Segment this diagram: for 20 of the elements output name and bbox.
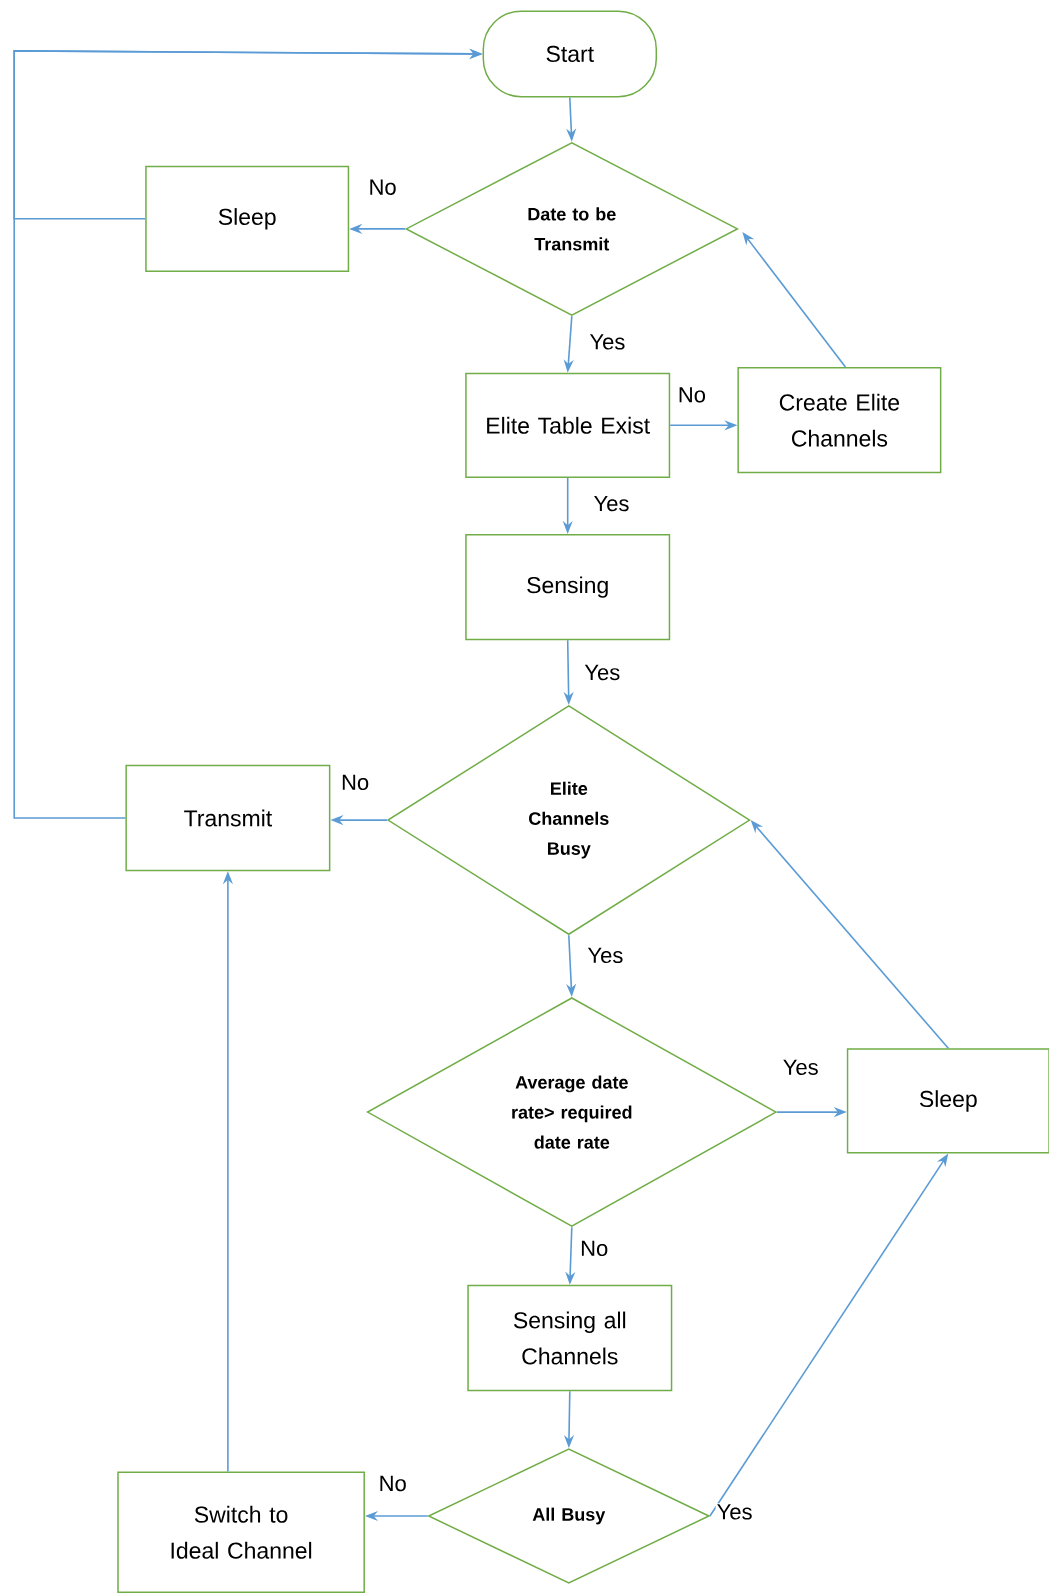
edge-label: Yes <box>592 494 631 513</box>
edge-label: Yes <box>586 946 625 965</box>
process-box: Sleep <box>846 1048 1049 1154</box>
process-box: Create Elite Channels <box>737 367 942 474</box>
edge-label: No <box>676 386 707 404</box>
edge-label: Yes <box>781 1058 820 1076</box>
edge-label: Yes <box>583 663 622 682</box>
edge-label: Yes <box>588 333 627 351</box>
edge-label: No <box>579 1239 610 1258</box>
edge-label: No <box>377 1474 408 1493</box>
process-box: Sleep <box>145 165 350 272</box>
edge-label: No <box>367 178 398 196</box>
start-terminal: Start <box>482 10 658 98</box>
edge-label: Yes <box>715 1503 754 1521</box>
process-box: Sensing all Channels <box>467 1284 673 1392</box>
process-box: Elite Table Exist <box>465 372 671 478</box>
process-box: Switch to Ideal Channel <box>117 1471 365 1594</box>
process-box: Transmit <box>125 764 331 872</box>
edge-label: No <box>340 773 371 792</box>
process-box: Sensing <box>465 533 671 641</box>
